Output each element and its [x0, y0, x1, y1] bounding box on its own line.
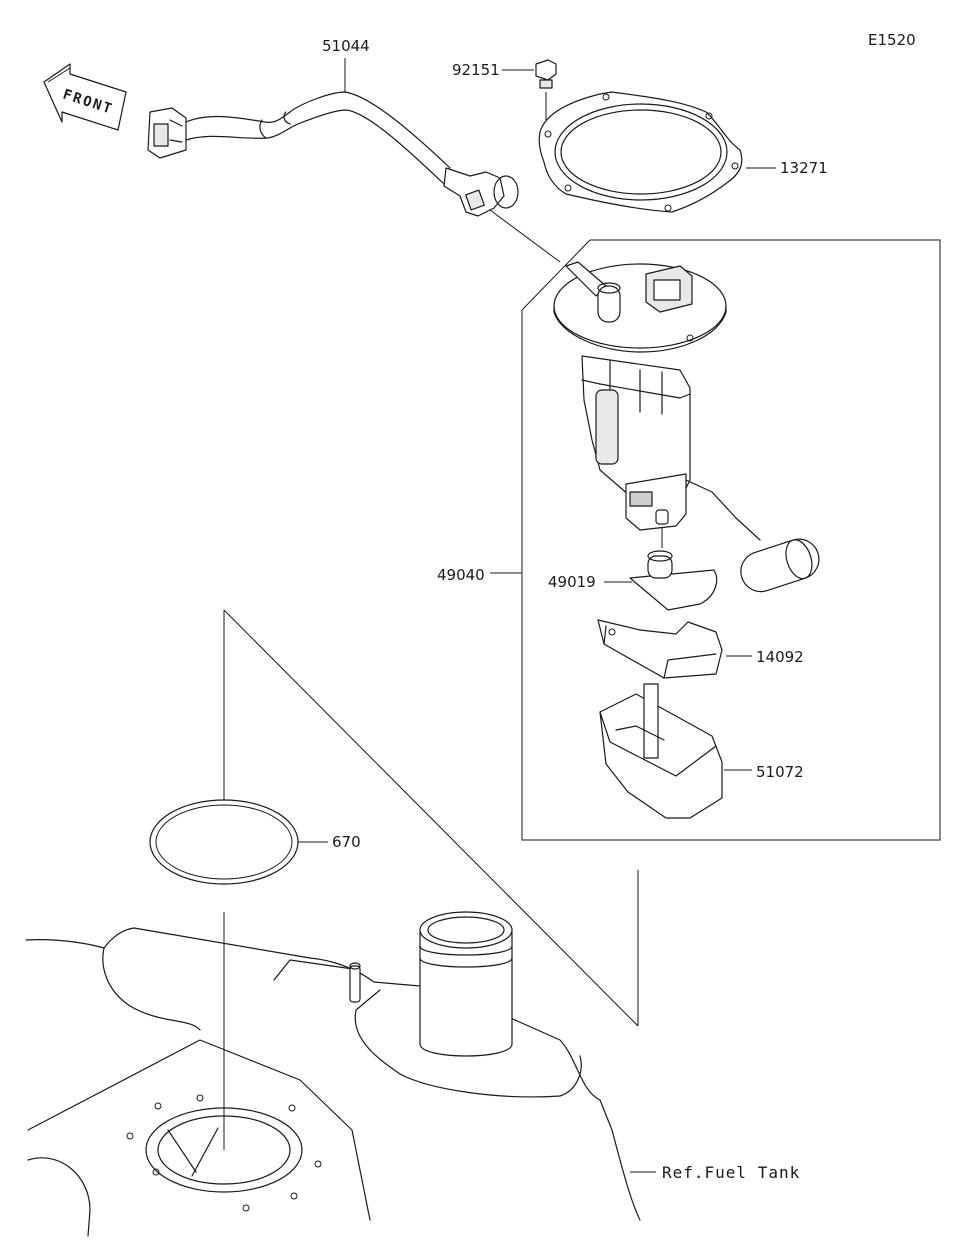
cup-part-number: 51072 [756, 763, 804, 781]
retaining-plate[interactable]: 13271 [538, 91, 828, 213]
diagram-code: E1520 [868, 31, 916, 49]
pump-assembly-frame: 49040 [437, 239, 941, 841]
filter-part-number: 49019 [548, 573, 596, 591]
oring-part-number: 670 [332, 833, 361, 851]
front-arrow-icon: FRONT [43, 63, 127, 131]
bracket-part-number: 14092 [756, 648, 804, 666]
pump-bracket[interactable]: 14092 [597, 619, 804, 679]
filter-cup[interactable]: 51072 [599, 683, 804, 819]
separator-lines [223, 609, 639, 1027]
fuel-tank-reference: Ref.Fuel Tank [662, 1163, 800, 1182]
plate-part-number: 13271 [780, 159, 828, 177]
bolt[interactable]: 92151 [452, 59, 557, 126]
fuel-tank: Ref.Fuel Tank [25, 911, 800, 1237]
fuel-pump[interactable] [553, 261, 824, 597]
bolt-part-number: 92151 [452, 61, 500, 79]
fuel-hose[interactable]: 51044 [147, 37, 561, 263]
hose-part-number: 51044 [322, 37, 370, 55]
fuel-filter[interactable]: 49019 [548, 550, 718, 611]
pump-assy-part-number: 49040 [437, 566, 485, 584]
o-ring[interactable]: 670 [149, 610, 361, 1150]
